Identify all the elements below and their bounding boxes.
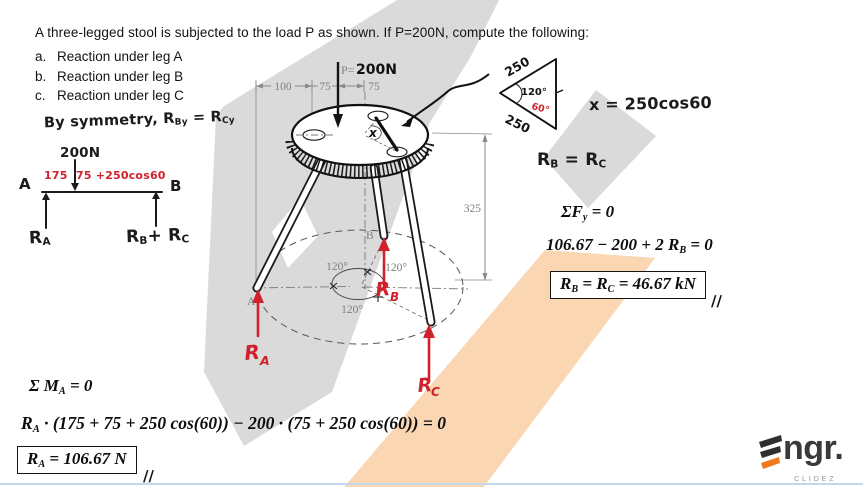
- logo-wordmark: ngr.: [783, 429, 844, 467]
- watermark-gray-band-right: [544, 90, 656, 208]
- rc-label-main: R: [417, 374, 433, 397]
- rc-label-sub: C: [431, 385, 440, 399]
- angle-120-right-label: 120°: [385, 262, 407, 274]
- triangle-figure: 250 250 120° 60°: [499, 53, 564, 136]
- stool-legs: [252, 155, 436, 327]
- rb-label-main: R: [375, 278, 391, 301]
- beam-reaction-ra-label: RA: [28, 227, 52, 249]
- triangle-angle-arc: [515, 83, 523, 104]
- reaction-b-arrow-head: [152, 191, 160, 199]
- stool-technical-drawing: 250 250 120° 60° 100 75 75 325 120° 120°…: [243, 53, 564, 399]
- seat-rim-hatching: [285, 140, 435, 178]
- cad-labels: 100 75 75 325 120° 120° 120° A B P=: [247, 63, 481, 316]
- leg-b-label: B: [366, 230, 374, 242]
- triangle-angle-120-label: 120°: [521, 87, 547, 98]
- p-prefix-label: P=: [341, 63, 355, 77]
- angle-markers: [329, 268, 383, 302]
- handwritten-load-label: 200N: [60, 145, 101, 161]
- item-a-marker: a.: [35, 49, 47, 64]
- reaction-a-arrow-head: [42, 192, 50, 200]
- triangle-angle-60-label: 60°: [530, 101, 550, 116]
- seat-angle-arc: [369, 125, 382, 141]
- engr-logo-mark-icon: [759, 435, 782, 469]
- watermark-gray-band-notch: [272, 198, 318, 268]
- watermark-gray-band-main: [204, 0, 499, 446]
- ra-result-box: RA = 106.67 N: [17, 446, 137, 475]
- beam-point-b-label: B: [170, 177, 182, 195]
- qed-mark-right: ∕∕: [711, 292, 722, 310]
- angle-120-bottom-label: 120°: [341, 304, 363, 316]
- problem-title: A three-legged stool is subjected to the…: [35, 25, 590, 40]
- ra-label-main: R: [243, 340, 260, 365]
- logo-subtitle: CLIDEZ: [794, 474, 837, 483]
- leg-a-label: A: [247, 296, 256, 308]
- item-b-text: Reaction under leg B: [57, 68, 184, 84]
- ra-label-sub: A: [259, 353, 270, 368]
- reaction-arrow-heads: [252, 237, 435, 338]
- dim-arrowheads-325: [482, 134, 488, 281]
- item-c-text: Reaction under leg C: [57, 88, 184, 103]
- logo-stripe-top: [759, 435, 782, 448]
- bottom-rule: [0, 483, 863, 485]
- problem-item-b: b. Reaction under leg B: [35, 69, 183, 84]
- rb-equals-rc-note: RB = RC: [537, 150, 607, 171]
- x-distance-label: x: [368, 126, 378, 140]
- item-b-marker: b.: [35, 68, 47, 84]
- rb-label-sub: B: [390, 290, 399, 304]
- reaction-arrows: [256, 243, 431, 383]
- rb-rc-result-box: RB = RC = 46.67 kN: [550, 271, 706, 300]
- annotation-curve-arrow-head: [401, 118, 413, 127]
- seat-bottom-edge: [291, 147, 429, 179]
- x-equation-note: x = 250cos60: [588, 92, 713, 115]
- item-a-text: Reaction under leg A: [57, 49, 183, 64]
- logo-stripe-middle: [760, 446, 781, 458]
- triangle-midpoint-tick: [555, 89, 564, 94]
- watermark-orange-band: [344, 250, 655, 487]
- load-p-arrow-head: [333, 114, 343, 128]
- angle-120-left-label: 120°: [326, 261, 348, 273]
- sum-ma-equation: Σ MA = 0: [29, 376, 93, 398]
- ma-expanded-equation: RA · (175 + 75 + 250 cos(60)) − 200 · (7…: [21, 413, 446, 436]
- annotation-curve-arrow: [406, 73, 490, 123]
- dim-75b-label: 75: [368, 81, 380, 93]
- p-value-label: 200N: [356, 62, 397, 78]
- beam-fbd-drawing: [41, 159, 163, 229]
- item-c-marker: c.: [35, 88, 46, 103]
- qed-mark-bottom: ∕∕: [143, 467, 154, 485]
- logo-stripe-orange: [761, 457, 780, 469]
- floor-radius-lines: [361, 240, 429, 321]
- beam-point-a-label: A: [19, 175, 31, 193]
- triangle-side-bottom-label: 250: [503, 111, 533, 136]
- seat-construction-lines: [364, 118, 397, 152]
- problem-item-c: c. Reaction under leg C: [35, 88, 184, 103]
- reaction-labels: R A R B R C: [243, 278, 440, 399]
- dim-325-label: 325: [464, 203, 482, 215]
- x-distance-bar: [374, 116, 399, 152]
- dim-75a-label: 75: [319, 81, 331, 93]
- floor-circle-dashed: [256, 229, 464, 345]
- triangle-outline: [499, 58, 557, 130]
- beam-reaction-rbrc-label: RB+ RC: [125, 225, 190, 248]
- sum-fy-equation: ΣFy = 0: [561, 202, 615, 224]
- problem-item-a: a. Reaction under leg A: [35, 49, 182, 64]
- load-arrow-head: [71, 183, 79, 191]
- dim-arrowheads-top: [256, 83, 364, 89]
- fy-expanded-equation: 106.67 − 200 + 2 RB = 0: [546, 235, 713, 257]
- dim-100-label: 100: [274, 81, 292, 93]
- beam-dim-75-250cos60: 75 +250cos60: [76, 169, 166, 182]
- beam-dim-175: 175: [44, 169, 68, 182]
